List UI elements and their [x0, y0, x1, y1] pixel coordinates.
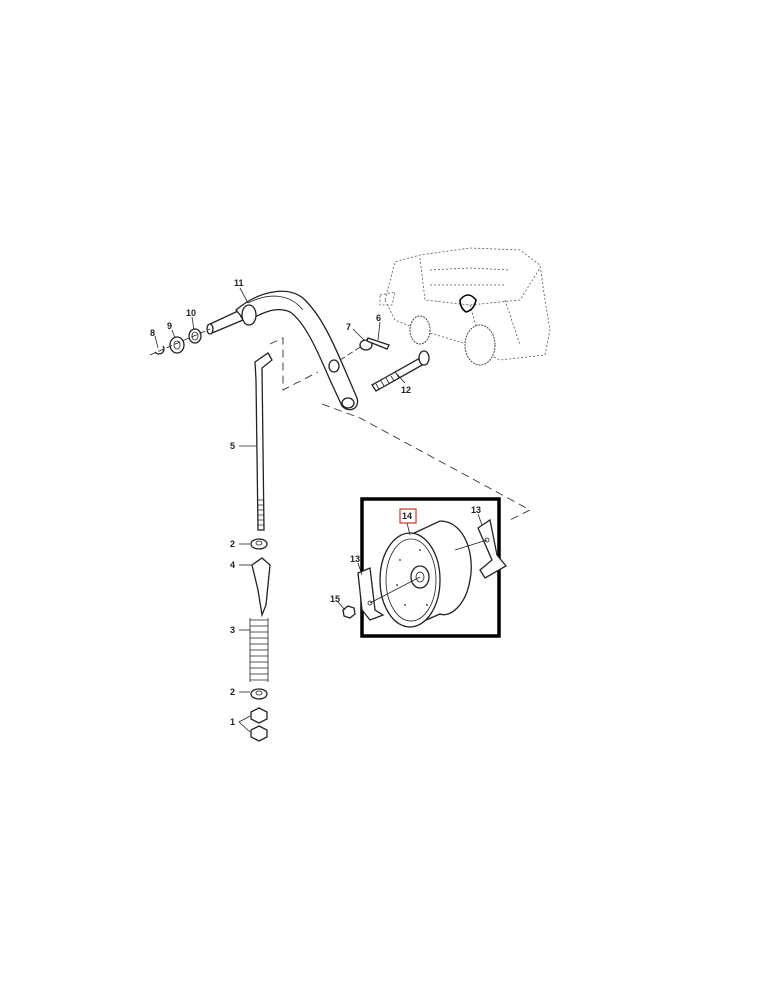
callout-2-upper: 2 — [230, 539, 235, 549]
part-10-washer — [188, 328, 202, 344]
part-13-bracket-right — [477, 518, 507, 579]
callout-10: 10 — [186, 308, 196, 318]
callout-11: 11 — [234, 278, 244, 288]
callout-4: 4 — [230, 560, 235, 570]
part-1-nut — [250, 725, 268, 742]
part-2-washer-lower — [250, 688, 268, 700]
part-15-nut — [342, 605, 356, 619]
callout-15: 15 — [330, 594, 340, 604]
callout-12: 12 — [401, 385, 411, 395]
part-4-spring-seat — [251, 557, 271, 618]
part-11-arm — [206, 290, 359, 411]
highlight-label-box — [399, 508, 417, 524]
callout-6: 6 — [376, 313, 381, 323]
part-8-clip — [154, 345, 165, 355]
part-12-bolt — [371, 350, 430, 392]
combine-locator-illustration — [379, 247, 551, 366]
callout-2-lower: 2 — [230, 687, 235, 697]
part-3-spring — [249, 618, 269, 682]
callout-14: 14 — [402, 511, 412, 521]
part-9-washer — [169, 336, 185, 354]
callout-13-right: 13 — [471, 505, 481, 515]
callout-13-left: 13 — [350, 554, 360, 564]
part-5-rod — [254, 352, 273, 531]
callout-8: 8 — [150, 328, 155, 338]
callout-7: 7 — [346, 322, 351, 332]
part-14-idler-pulley — [379, 520, 472, 628]
callout-1: 1 — [230, 717, 235, 727]
part-1-nut — [250, 707, 268, 724]
part-13-bracket-left — [357, 567, 385, 621]
callout-9: 9 — [167, 321, 172, 331]
callout-5: 5 — [230, 441, 235, 451]
callout-3: 3 — [230, 625, 235, 635]
part-6-pin — [366, 337, 390, 350]
locator-marker-icon — [459, 294, 477, 313]
part-2-washer-upper — [250, 538, 268, 550]
